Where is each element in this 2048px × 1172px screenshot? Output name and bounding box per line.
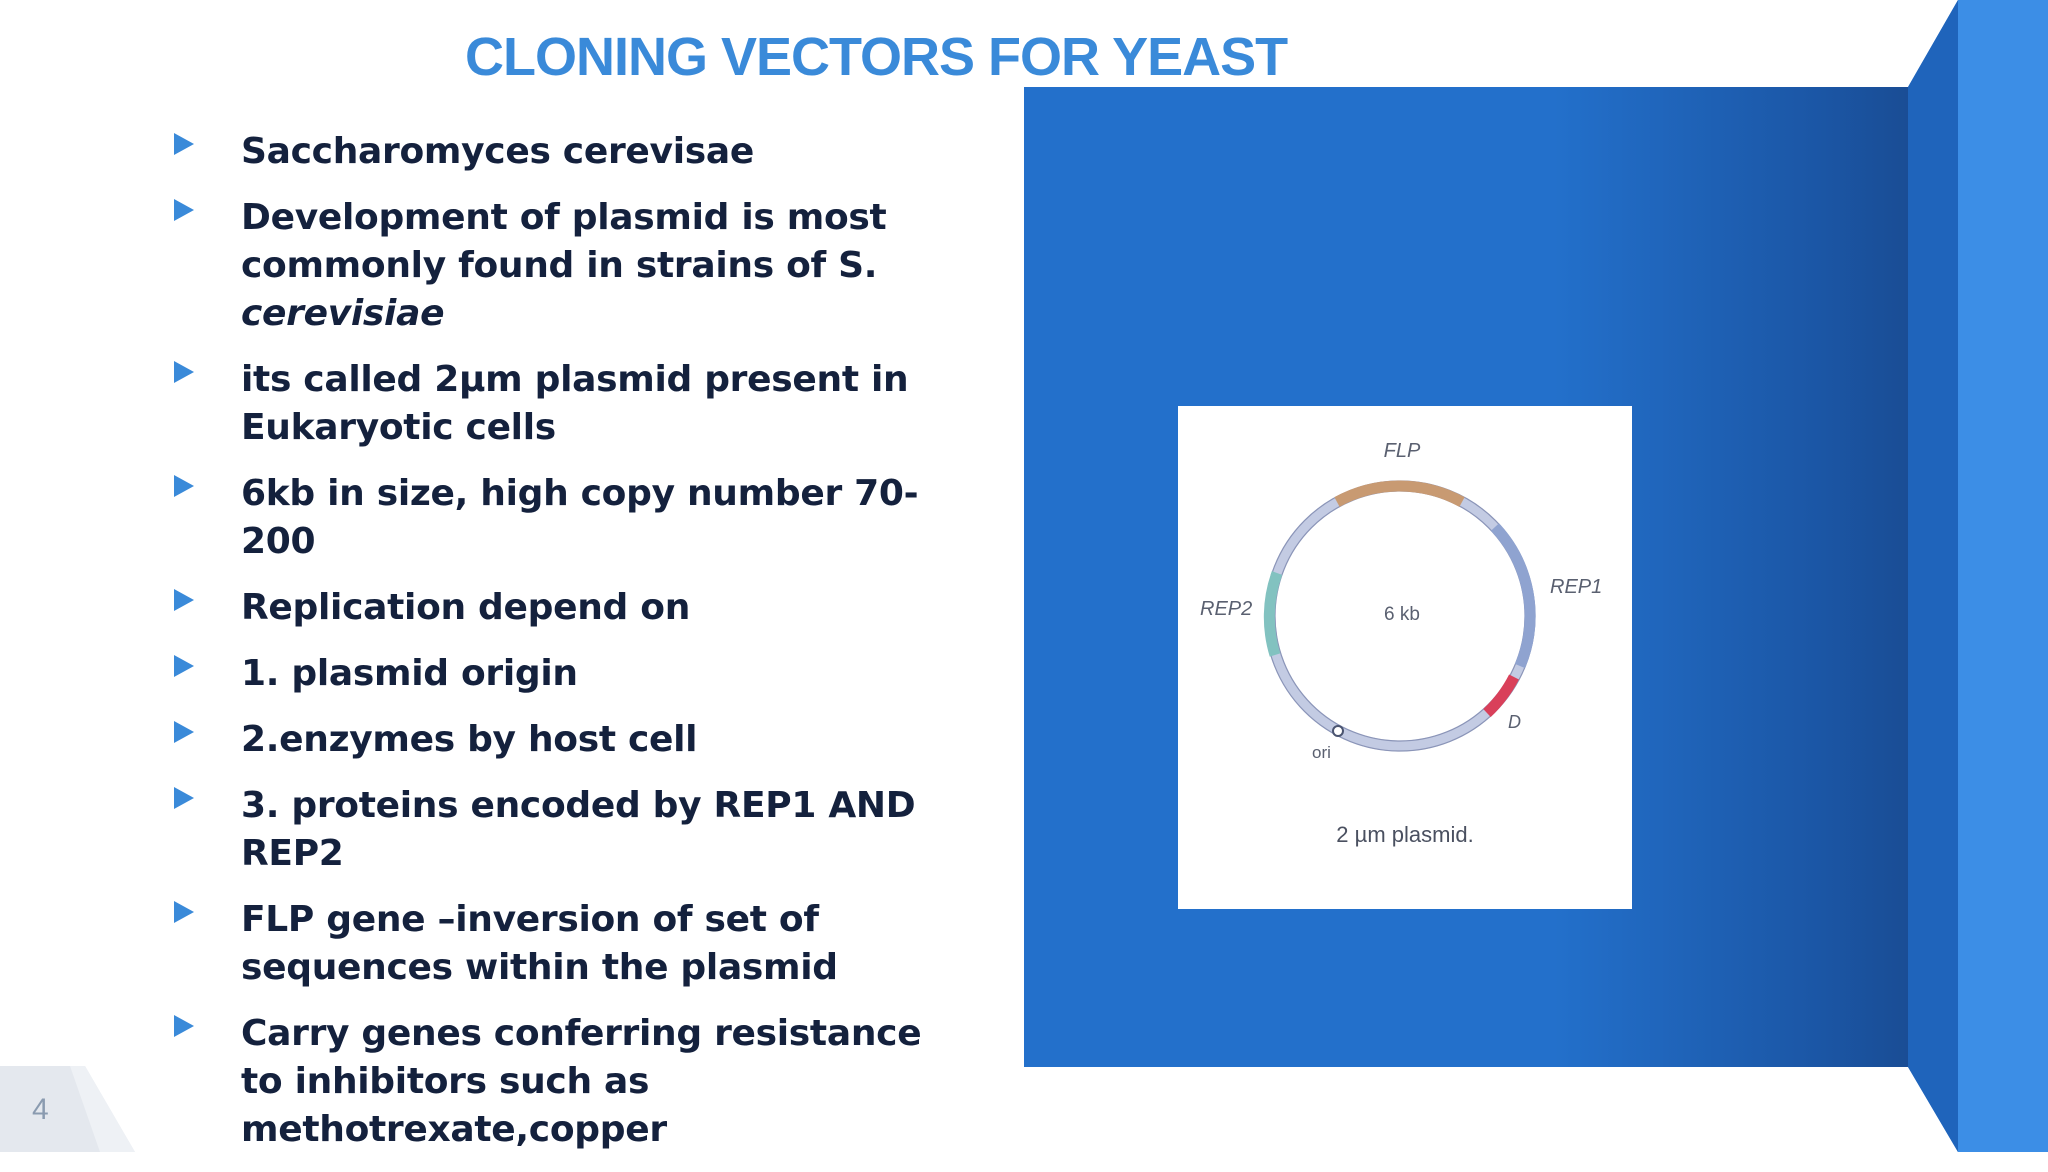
bullet-item: Carry genes conferring resistance to inh…	[170, 1010, 970, 1154]
bullet-arrow-icon	[174, 1015, 194, 1037]
bullet-text: its called 2µm plasmid present in Eukary…	[241, 359, 909, 448]
rep1-segment	[1490, 523, 1536, 669]
bullet-text: Saccharomyces cerevisae	[241, 131, 754, 172]
ori-label: ori	[1312, 743, 1331, 762]
flp-segment	[1334, 480, 1465, 507]
right-frame-decoration	[1908, 0, 2048, 1152]
rep1-label: REP1	[1550, 576, 1602, 598]
flp-label: FLP	[1384, 440, 1421, 462]
bullet-text: 1. plasmid origin	[241, 653, 578, 694]
page-number: 4	[32, 1093, 49, 1126]
bullet-arrow-icon	[174, 655, 194, 677]
bullet-item: 6kb in size, high copy number 70-200	[170, 470, 970, 566]
bullet-item: Saccharomyces cerevisae	[170, 128, 970, 176]
bullet-text: 3. proteins encoded by REP1 AND REP2	[241, 785, 916, 874]
bullet-item: 2.enzymes by host cell	[170, 716, 970, 764]
bullet-italic-text: cerevisiae	[241, 293, 445, 334]
bullet-item: 1. plasmid origin	[170, 650, 970, 698]
ori-marker	[1332, 725, 1344, 737]
d-segment	[1483, 674, 1519, 718]
bullet-item: Development of plasmid is most commonly …	[170, 194, 970, 338]
bullet-item: its called 2µm plasmid present in Eukary…	[170, 356, 970, 452]
bullet-text: Replication depend on	[241, 587, 691, 628]
rep2-segment	[1263, 571, 1283, 657]
bullet-item: Replication depend on	[170, 584, 970, 632]
bullet-arrow-icon	[174, 721, 194, 743]
bullet-text: Development of plasmid is most commonly …	[241, 197, 887, 286]
bullet-item: FLP gene –inversion of set of sequences …	[170, 896, 970, 992]
bullet-arrow-icon	[174, 901, 194, 923]
bullet-item: 3. proteins encoded by REP1 AND REP2	[170, 782, 970, 878]
bullet-arrow-icon	[174, 787, 194, 809]
bullet-text: Carry genes conferring resistance to inh…	[241, 1013, 922, 1150]
figure-caption: 2 µm plasmid.	[1336, 822, 1473, 847]
page-number-tab	[0, 1066, 135, 1152]
bullet-arrow-icon	[174, 133, 194, 155]
bullet-text: 2.enzymes by host cell	[241, 719, 698, 760]
d-label: D	[1508, 712, 1521, 732]
bullet-arrow-icon	[174, 361, 194, 383]
plasmid-size-label: 6 kb	[1384, 604, 1420, 625]
plasmid-diagram: FLP REP1 REP2 D ori 6 kb 2 µm plasmid.	[1200, 440, 1602, 847]
bullet-arrow-icon	[174, 475, 194, 497]
rep2-label: REP2	[1200, 598, 1252, 620]
bullet-arrow-icon	[174, 199, 194, 221]
bullet-text: FLP gene –inversion of set of sequences …	[241, 899, 838, 988]
bullet-list: Saccharomyces cerevisae Development of p…	[170, 128, 970, 1172]
slide-title: CLONING VECTORS FOR YEAST	[465, 27, 1288, 87]
bullet-text: 6kb in size, high copy number 70-200	[241, 473, 919, 562]
bullet-arrow-icon	[174, 589, 194, 611]
plasmid-figure: FLP REP1 REP2 D ori 6 kb 2 µm plasmid.	[1178, 406, 1632, 909]
